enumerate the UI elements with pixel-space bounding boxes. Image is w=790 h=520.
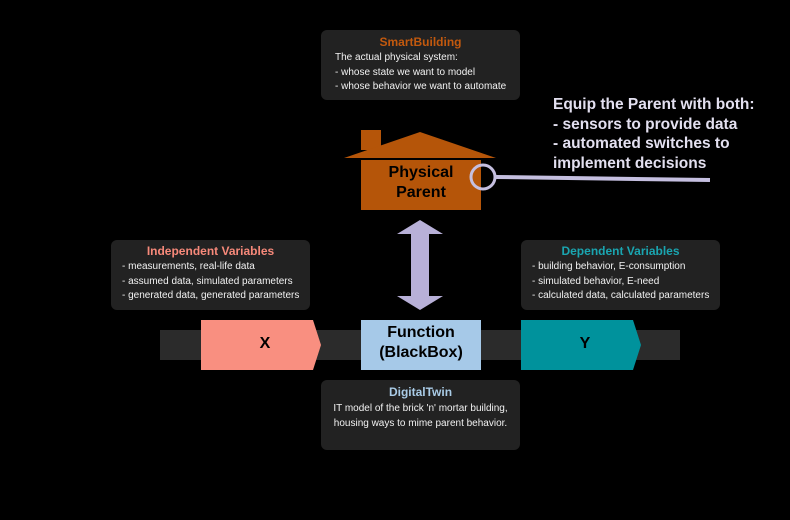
house-shape bbox=[344, 130, 496, 210]
independent-variables-line: - generated data, generated parameters bbox=[122, 290, 300, 301]
independent-variables-line: - measurements, real-life data bbox=[122, 261, 255, 272]
function-line1: Function bbox=[387, 324, 455, 341]
y-label: Y bbox=[579, 335, 591, 352]
function-line2: (BlackBox) bbox=[379, 344, 463, 361]
smartbuilding-title: SmartBuilding bbox=[379, 35, 462, 49]
x-label: X bbox=[259, 335, 271, 352]
dependent-variables-line: - calculated data, calculated parameters bbox=[532, 290, 710, 301]
digitaltwin-line: housing ways to mime parent behavior. bbox=[333, 418, 508, 429]
equip-text: Equip the Parent with both: - sensors to… bbox=[553, 95, 755, 173]
digitaltwin-card: DigitalTwin IT model of the brick 'n' mo… bbox=[321, 380, 520, 450]
dependent-variables-line: - simulated behavior, E-need bbox=[532, 275, 660, 287]
function-label: Function (BlackBox) bbox=[361, 323, 481, 363]
smartbuilding-line: - whose state we want to model bbox=[335, 66, 476, 78]
smartbuilding-line: The actual physical system: bbox=[335, 52, 458, 63]
function-box bbox=[361, 320, 481, 370]
independent-variables-line: - assumed data, simulated parameters bbox=[122, 275, 293, 287]
digitaltwin-title: DigitalTwin bbox=[388, 385, 453, 399]
house-roof bbox=[344, 132, 496, 158]
equip-text-line: - sensors to provide data bbox=[553, 115, 738, 133]
smartbuilding-card: SmartBuilding The actual physical system… bbox=[321, 30, 520, 100]
equip-text-line: Equip the Parent with both: bbox=[553, 96, 755, 113]
y-box bbox=[521, 320, 641, 370]
digitaltwin-line: IT model of the brick 'n' mortar buildin… bbox=[333, 403, 508, 414]
smartbuilding-line: - whose behavior we want to automate bbox=[335, 81, 507, 92]
equip-text-line: implement decisions bbox=[553, 154, 707, 172]
dependent-variables-card: Dependent Variables - building behavior,… bbox=[521, 240, 720, 310]
independent-variables-title: Independent Variables bbox=[146, 244, 275, 258]
house-body bbox=[361, 160, 481, 210]
dependent-variables-line: - building behavior, E-consumption bbox=[532, 261, 686, 272]
physical-parent-line2: Parent bbox=[396, 184, 446, 201]
double-arrow-icon bbox=[397, 220, 443, 310]
independent-variables-card: Independent Variables - measurements, re… bbox=[111, 240, 310, 310]
house-chimney bbox=[361, 130, 381, 150]
equip-text-line: - automated switches to bbox=[553, 135, 730, 152]
x-box bbox=[201, 320, 321, 370]
physical-parent-line1: Physical bbox=[388, 164, 454, 181]
dependent-variables-title: Dependent Variables bbox=[561, 244, 680, 258]
physical-parent-label: Physical Parent bbox=[361, 163, 481, 203]
pointer-circle bbox=[469, 163, 497, 191]
pointer-line bbox=[495, 175, 711, 182]
